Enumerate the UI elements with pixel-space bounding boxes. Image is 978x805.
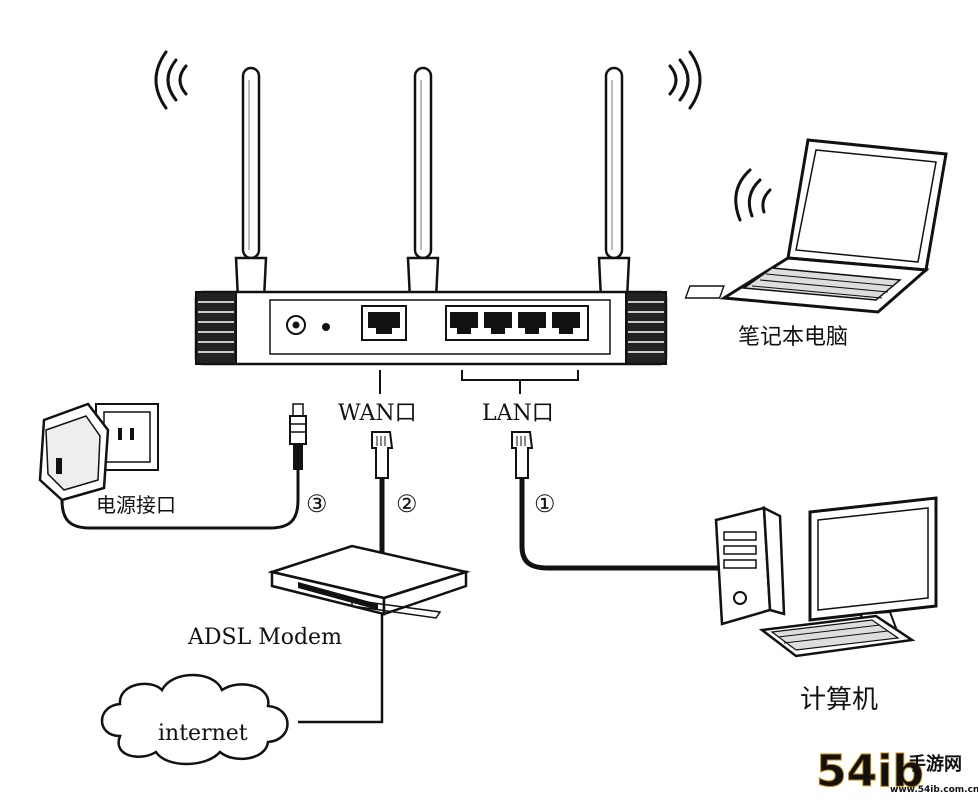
wifi-signal-right-icon	[668, 50, 702, 110]
adsl-modem	[267, 544, 471, 619]
reset-button	[322, 323, 330, 331]
internet-label: internet	[158, 721, 248, 746]
step-3-badge: ③	[306, 490, 328, 518]
wan-cable	[371, 431, 394, 552]
lan-cable	[511, 431, 724, 571]
wan-port	[361, 305, 407, 341]
step-1-badge: ①	[534, 490, 556, 518]
router	[194, 290, 668, 366]
lan-port-label: LAN口	[482, 401, 554, 426]
wifi-signal-laptop-icon	[734, 168, 772, 222]
laptop-label: 笔记本电脑	[738, 325, 848, 350]
lan-ports	[445, 305, 589, 341]
watermark-logo: 54ib 手游网 www.54ib.com.cn	[816, 746, 978, 798]
wan-port-label: WAN口	[338, 401, 417, 426]
watermark-url: www.54ib.com.cn	[890, 785, 978, 795]
power-adapter	[38, 402, 300, 530]
power-plug	[289, 403, 307, 470]
watermark-brand: 54ib	[816, 746, 924, 797]
internet-cloud-icon	[100, 673, 289, 766]
power-label: 电源接口	[96, 493, 176, 517]
laptop	[684, 138, 948, 314]
watermark-site-cn: 手游网	[908, 753, 962, 775]
step-2-badge: ②	[396, 490, 418, 518]
wifi-signal-left-icon	[154, 50, 188, 110]
desktop-computer	[714, 496, 938, 658]
modem-label: ADSL Modem	[187, 625, 342, 650]
computer-label: 计算机	[800, 685, 878, 715]
